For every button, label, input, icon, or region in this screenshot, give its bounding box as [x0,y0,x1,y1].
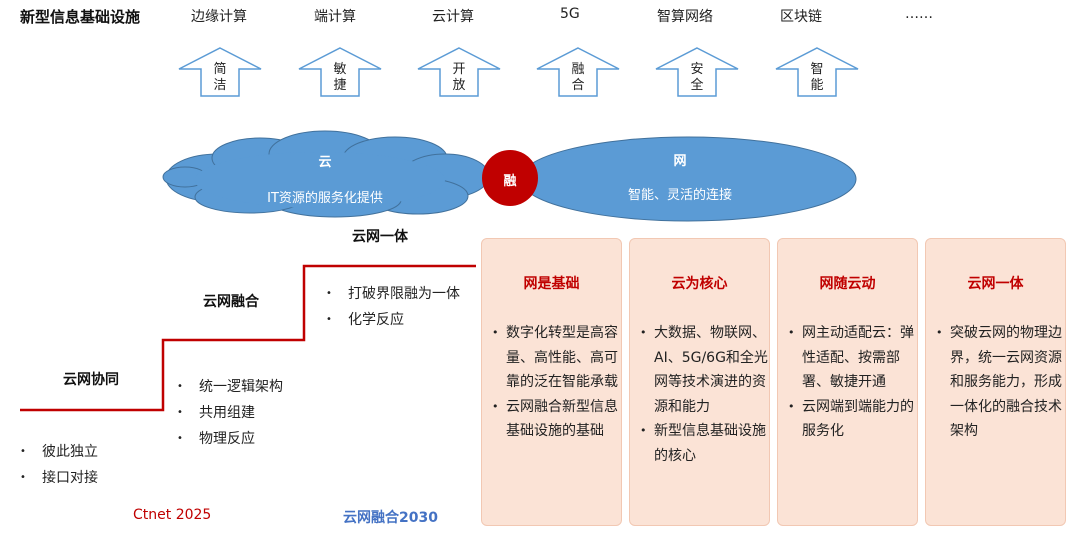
footer-2030: 云网融合2030 [343,510,438,526]
card-title: 网随云动 [819,276,876,292]
up-arrow-icon [298,47,382,97]
tech-more: …… [905,6,933,22]
up-arrow-icon [536,47,620,97]
card-item: 大数据、物联网、AI、5G/6G和全光网等技术演进的资源和能力 [640,321,768,419]
arrow-text-top: 安 [690,62,704,77]
arrow-text-top: 智 [810,62,824,77]
arrow-text-bottom: 全 [690,78,704,93]
card-cloud-network-integration: 云网一体 突破云网的物理边界，统一云网资源和服务能力，形成一体化的融合技术架构 [925,238,1066,526]
tech-device-computing: 端计算 [314,9,356,25]
list-item: •物理反应 [177,431,255,447]
arrow-secure: 安全 [654,47,740,97]
fusion-circle [482,150,538,206]
up-arrow-icon [417,47,501,97]
list-item: •化学反应 [326,312,404,328]
tech-blockchain: 区块链 [780,9,822,25]
card-title: 网是基础 [523,276,580,292]
cloud-title: 云 [318,155,332,170]
footer-ctnet-2025: Ctnet 2025 [133,507,212,523]
arrow-text-bottom: 洁 [213,78,227,93]
arrow-text-bottom: 放 [452,78,466,93]
arrow-text-top: 融 [571,62,585,77]
tech-cloud-computing: 云计算 [432,9,474,25]
up-arrow-icon [775,47,859,97]
list-item: •统一逻辑架构 [177,379,283,395]
cloud-fill [195,152,445,208]
stage-collab-label: 云网协同 [63,372,119,388]
arrow-text-bottom: 能 [810,78,824,93]
list-item: •共用组建 [177,405,255,421]
arrow-text-bottom: 合 [571,78,585,93]
tech-ai-network: 智算网络 [657,9,713,25]
arrow-text-top: 简 [213,62,227,77]
stage-fusion-label: 云网融合 [203,294,259,310]
stage-integration-label: 云网一体 [352,229,408,245]
tech-edge-computing: 边缘计算 [191,9,247,25]
up-arrow-icon [655,47,739,97]
arrow-text-top: 开 [452,62,466,77]
list-item: •打破界限融为一体 [326,286,460,302]
list-item: •彼此独立 [20,444,98,460]
card-item: 新型信息基础设施的核心 [640,419,768,468]
card-title: 云网一体 [967,276,1024,292]
card-network-foundation: 网是基础 数字化转型是高容量、高性能、高可靠的泛在智能承载 云网融合新型信息基础… [481,238,622,526]
stage-collab-bullets: •彼此独立 •接口对接 [20,439,98,491]
card-item: 网主动适配云：弹性适配、按需部署、敏捷开通 [788,321,916,395]
staircase-line [20,264,476,412]
list-item: •接口对接 [20,470,98,486]
network-subtitle: 智能、灵活的连接 [627,188,732,203]
arrow-text-top: 敏 [333,62,347,77]
card-item: 数字化转型是高容量、高性能、高可靠的泛在智能承载 [492,321,620,395]
arrow-intelligent: 智能 [774,47,860,97]
network-title: 网 [673,154,687,169]
tech-5g: 5G [560,6,580,22]
arrow-fusion: 融合 [535,47,621,97]
cloud-subtitle: IT资源的服务化提供 [267,191,383,206]
arrow-agile: 敏捷 [297,47,383,97]
arrow-text-bottom: 捷 [333,78,347,93]
card-item: 云网端到端能力的服务化 [788,395,916,444]
card-item: 云网融合新型信息基础设施的基础 [492,395,620,444]
card-cloud-core: 云为核心 大数据、物联网、AI、5G/6G和全光网等技术演进的资源和能力 新型信… [629,238,770,526]
up-arrow-icon [178,47,262,97]
card-title: 云为核心 [671,276,728,292]
stage-integration-bullets: •打破界限融为一体 •化学反应 [326,281,460,333]
arrow-open: 开放 [416,47,502,97]
card-network-follows-cloud: 网随云动 网主动适配云：弹性适配、按需部署、敏捷开通 云网端到端能力的服务化 [777,238,918,526]
card-item: 突破云网的物理边界，统一云网资源和服务能力，形成一体化的融合技术架构 [936,321,1064,444]
arrow-simple: 简洁 [177,47,263,97]
header-title: 新型信息基础设施 [20,8,141,26]
fusion-label: 融 [503,174,517,189]
stage-fusion-bullets: •统一逻辑架构 •共用组建 •物理反应 [177,374,283,452]
